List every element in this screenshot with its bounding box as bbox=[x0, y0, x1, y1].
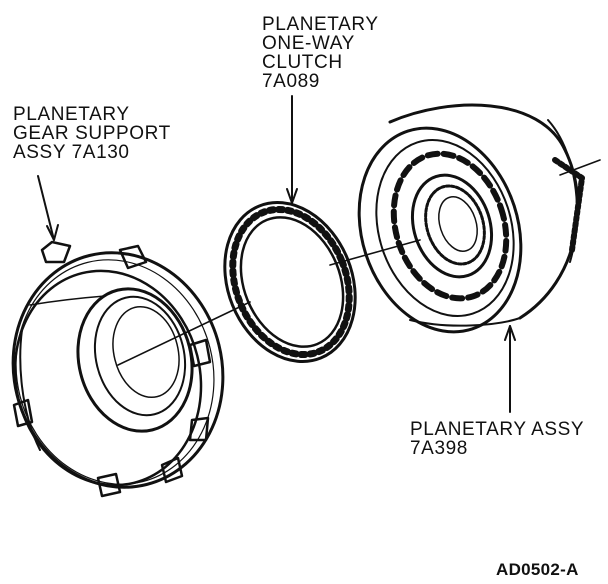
label-line: ONE-WAY bbox=[262, 33, 355, 54]
label-line: 7A398 bbox=[410, 438, 468, 459]
label-one-way-clutch: PLANETARY ONE-WAY CLUTCH 7A089 bbox=[262, 15, 379, 91]
one-way-clutch-drawing bbox=[223, 201, 357, 363]
center-axis-line bbox=[117, 159, 601, 366]
figure-id: AD0502-A bbox=[496, 560, 579, 579]
label-line: PLANETARY bbox=[262, 14, 379, 35]
label-line: 7A089 bbox=[262, 71, 320, 92]
gear-support-drawing bbox=[11, 240, 225, 498]
label-line: GEAR SUPPORT bbox=[13, 123, 171, 144]
label-gear-support: PLANETARY GEAR SUPPORT ASSY 7A130 bbox=[13, 105, 171, 162]
label-line: PLANETARY ASSY bbox=[410, 419, 585, 440]
label-planetary-assy: PLANETARY ASSY 7A398 bbox=[410, 420, 584, 458]
label-line: CLUTCH bbox=[262, 52, 343, 73]
label-line: PLANETARY bbox=[13, 104, 130, 125]
planetary-assy-drawing bbox=[357, 103, 585, 334]
leader-lines bbox=[37, 95, 516, 413]
label-line: ASSY 7A130 bbox=[13, 142, 130, 163]
